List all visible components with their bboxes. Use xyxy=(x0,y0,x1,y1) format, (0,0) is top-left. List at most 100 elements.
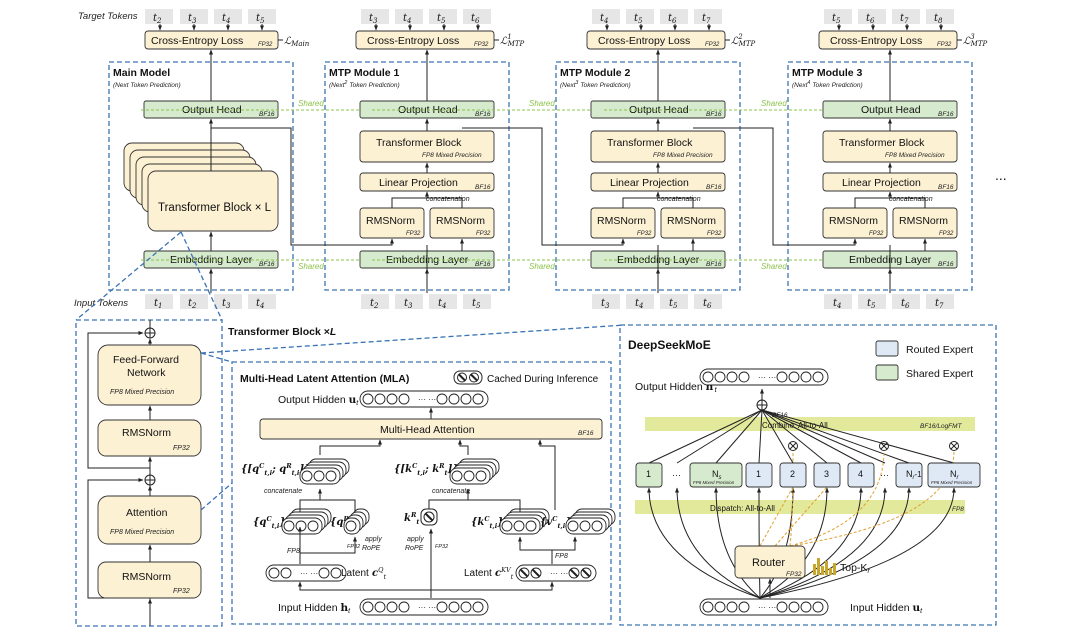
mla-input-hidden: Input Hidden ht xyxy=(278,602,351,615)
mtp-loss-precision: FP32 xyxy=(937,42,952,48)
moe-panel: DeepSeekMoE Routed Expert Shared Expert … xyxy=(619,324,997,626)
k-apply-label: apply xyxy=(407,536,424,543)
ffn-precision: FP8 Mixed Precision xyxy=(110,389,174,396)
shared-expert xyxy=(689,462,743,488)
combine-label: Combine: All-to-All xyxy=(762,421,828,430)
moe-title: DeepSeekMoE xyxy=(628,338,711,352)
latent-kv-vector: ··· ··· xyxy=(515,564,597,582)
hidden-state-link xyxy=(462,127,625,246)
transformer-detail-box xyxy=(75,319,223,627)
transformer-block-detail: Transformer Block ×L Feed-Forward Networ… xyxy=(75,231,626,627)
expert-label: Ns xyxy=(712,469,722,481)
kr-label: kRt xyxy=(404,511,419,526)
bf16-tag: BF16 xyxy=(938,261,954,268)
fp32-tag: FP32 xyxy=(869,231,884,237)
mtp-output-head-label: Output Head xyxy=(629,104,689,116)
cached-legend-icon xyxy=(453,370,483,385)
main-model-subtitle: (Next Token Prediction) xyxy=(113,82,181,89)
mtp-loss-label: Cross-Entropy Loss xyxy=(367,35,459,47)
input-token-row: t1 t2 t3 t4 xyxy=(145,294,276,310)
svg-text:t6: t6 xyxy=(471,13,480,25)
target-token-row: t2 t3 t4 t5 xyxy=(145,9,276,25)
mtp-transformer-label: Transformer Block xyxy=(376,137,462,149)
concatenation-label: concatenation xyxy=(426,196,470,203)
bf16-tag: BF16 xyxy=(938,111,954,118)
routed-expert xyxy=(895,462,923,488)
expert-label: Nr-1 xyxy=(906,469,922,481)
mtp-module-title: MTP Module 1 xyxy=(329,67,400,79)
expert-precision: FP8 Mixed Precision xyxy=(931,480,973,485)
expert-label: 1 xyxy=(756,469,761,479)
expert-input-line xyxy=(759,487,863,599)
attention-label: Attention xyxy=(126,507,168,519)
mtp-module-box xyxy=(555,61,741,291)
mtp-module-box xyxy=(787,61,973,291)
attention-precision: FP8 Mixed Precision xyxy=(110,529,174,536)
svg-text:··· ···: ··· ··· xyxy=(418,603,436,612)
svg-text:t4: t4 xyxy=(635,298,644,310)
svg-text:t5: t5 xyxy=(669,298,678,310)
mtp-linear-projection-label: Linear Projection xyxy=(610,177,689,189)
svg-text:t3: t3 xyxy=(188,13,197,25)
moe-output-vector: ··· ··· xyxy=(699,368,829,386)
expert-input-line xyxy=(759,487,911,599)
svg-text:t6: t6 xyxy=(866,13,875,25)
main-model-box xyxy=(108,61,294,291)
svg-text:t7: t7 xyxy=(702,13,711,25)
main-transformer-label: Transformer Block × L xyxy=(158,202,272,214)
svg-text:t4: t4 xyxy=(600,13,609,25)
mla-title: Multi-Head Latent Attention (MLA) xyxy=(240,373,409,385)
attn-rmsnorm-label: RMSNorm xyxy=(122,571,171,583)
svg-text:t5: t5 xyxy=(472,298,481,310)
expert-output-line xyxy=(761,409,910,464)
mtp-linear-projection-label: Linear Projection xyxy=(379,177,458,189)
svg-text:t4: t4 xyxy=(438,298,447,310)
svg-text:··· ···: ··· ··· xyxy=(300,569,318,578)
rmsnorm-label: RMSNorm xyxy=(899,215,948,227)
moe-input-hidden: Input Hidden ut xyxy=(850,602,923,615)
svg-text:t2: t2 xyxy=(370,298,379,310)
fp32-tag: FP32 xyxy=(707,231,722,237)
combine-bar xyxy=(645,417,975,431)
kc-label: {kCt,i} xyxy=(471,515,504,530)
ffn-rmsnorm-label: RMSNorm xyxy=(122,427,171,439)
bf16-tag: BF16 xyxy=(578,430,594,437)
fp32-tag: FP32 xyxy=(406,231,421,237)
ffn-label: Feed-Forward xyxy=(113,354,179,366)
cached-legend-label: Cached During Inference xyxy=(487,374,599,385)
mtp-loss-precision: FP32 xyxy=(705,42,720,48)
mla-output-hidden: Output Hidden ut xyxy=(278,394,359,407)
concatenation-label: concatenation xyxy=(657,196,701,203)
svg-text:t5: t5 xyxy=(256,13,265,25)
shared-label: Shared xyxy=(529,99,555,108)
svg-text:t4: t4 xyxy=(256,298,265,310)
more-modules-ellipsis: ... xyxy=(995,167,1007,183)
mtp-loss-label: Cross-Entropy Loss xyxy=(830,35,922,47)
q-rope-label: RoPE xyxy=(362,545,381,552)
routed-expert xyxy=(813,462,841,488)
mtp-module-title: MTP Module 3 xyxy=(792,67,863,79)
main-loss-label: Cross-Entropy Loss xyxy=(151,35,243,47)
svg-text:t5: t5 xyxy=(867,298,876,310)
routed-expert xyxy=(779,462,807,488)
bf16-tag: BF16 xyxy=(475,111,491,118)
expert-input-line xyxy=(647,487,761,599)
expert-input-line xyxy=(759,487,829,599)
fp32-tag: FP32 xyxy=(476,231,491,237)
bf16-tag: BF16 xyxy=(938,184,954,191)
expert-input-line xyxy=(759,487,956,599)
shared-label: Shared xyxy=(298,262,324,271)
moe-input-vector: ··· ··· xyxy=(699,598,829,616)
expert-label: 2 xyxy=(790,469,795,479)
expert-input-line xyxy=(714,487,761,599)
hidden-state-link xyxy=(693,127,857,246)
attn-rmsnorm-box xyxy=(97,561,202,599)
svg-text:t7: t7 xyxy=(900,13,909,25)
